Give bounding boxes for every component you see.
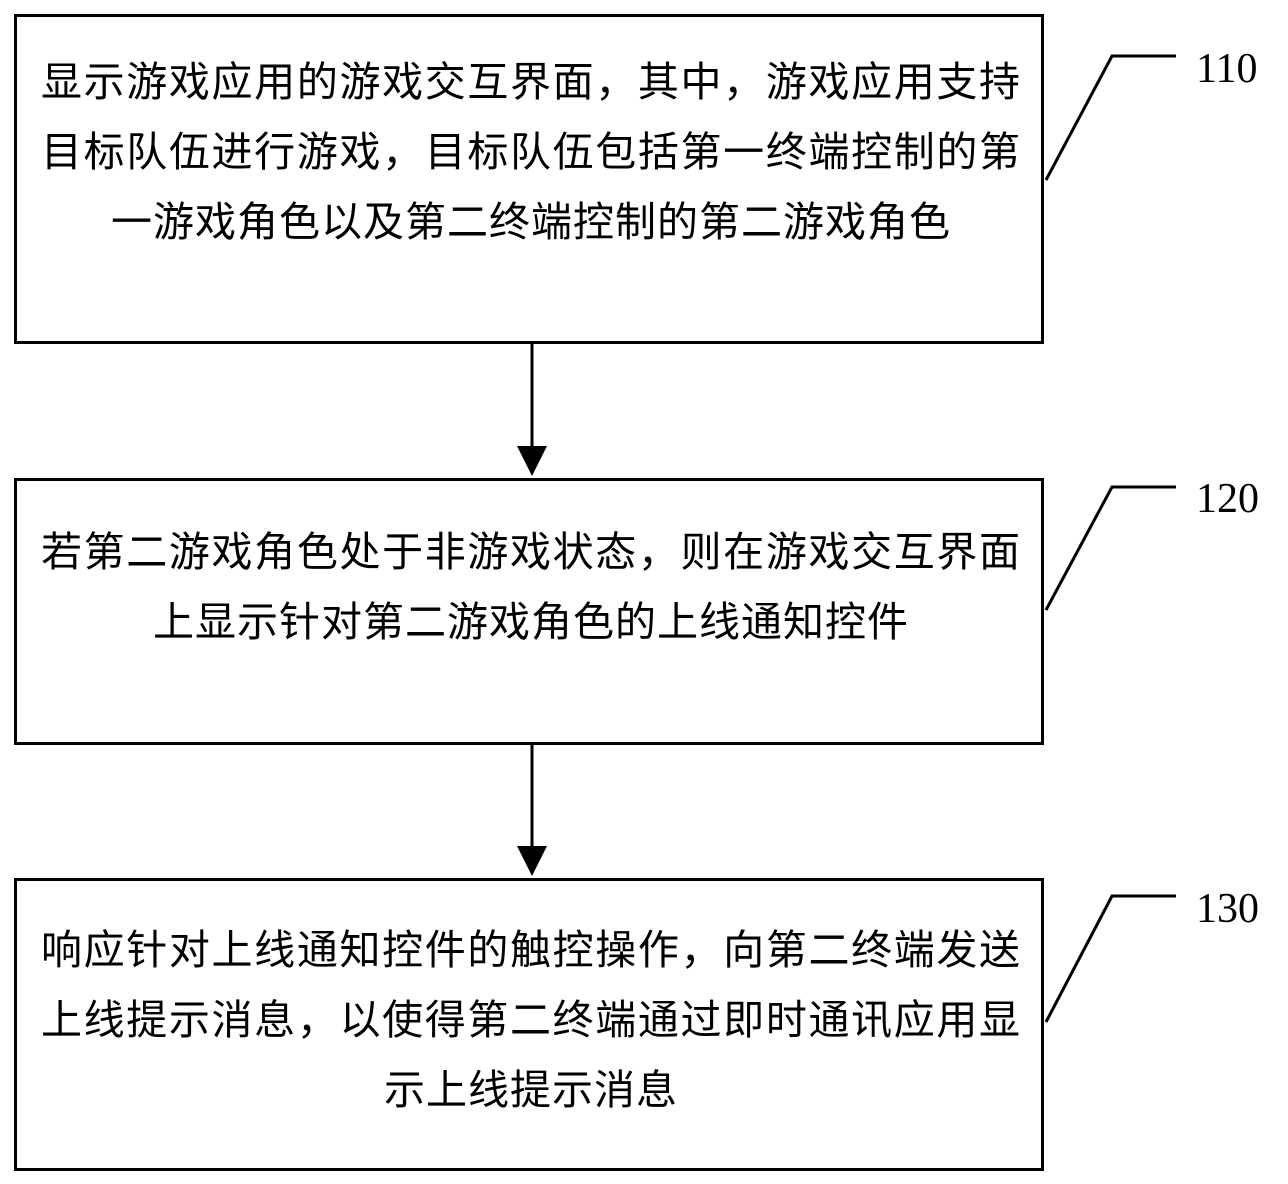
step-number-120: 120: [1196, 476, 1259, 522]
leader-line-110: [1044, 54, 1176, 181]
flow-arrow-120-130-head: [517, 846, 547, 876]
step-text-120: 若第二游戏角色处于非游戏状态，则在游戏交互界面上显示针对第二游戏角色的上线通知控…: [41, 528, 1021, 646]
step-box-130: 响应针对上线通知控件的触控操作，向第二终端发送上线提示消息，以使得第二终端通过即…: [14, 878, 1044, 1171]
leader-line-130: [1044, 894, 1176, 1023]
leader-line-120: [1044, 485, 1176, 611]
step-box-120: 若第二游戏角色处于非游戏状态，则在游戏交互界面上显示针对第二游戏角色的上线通知控…: [14, 478, 1044, 745]
step-text-130: 响应针对上线通知控件的触控操作，向第二终端发送上线提示消息，以使得第二终端通过即…: [41, 926, 1021, 1114]
step-number-110: 110: [1196, 46, 1258, 92]
step-number-130: 130: [1196, 886, 1259, 932]
step-text-110: 显示游戏应用的游戏交互界面，其中，游戏应用支持目标队伍进行游戏，目标队伍包括第一…: [41, 58, 1021, 246]
step-box-110: 显示游戏应用的游戏交互界面，其中，游戏应用支持目标队伍进行游戏，目标队伍包括第一…: [14, 14, 1044, 344]
flow-arrow-110-120-head: [517, 446, 547, 476]
